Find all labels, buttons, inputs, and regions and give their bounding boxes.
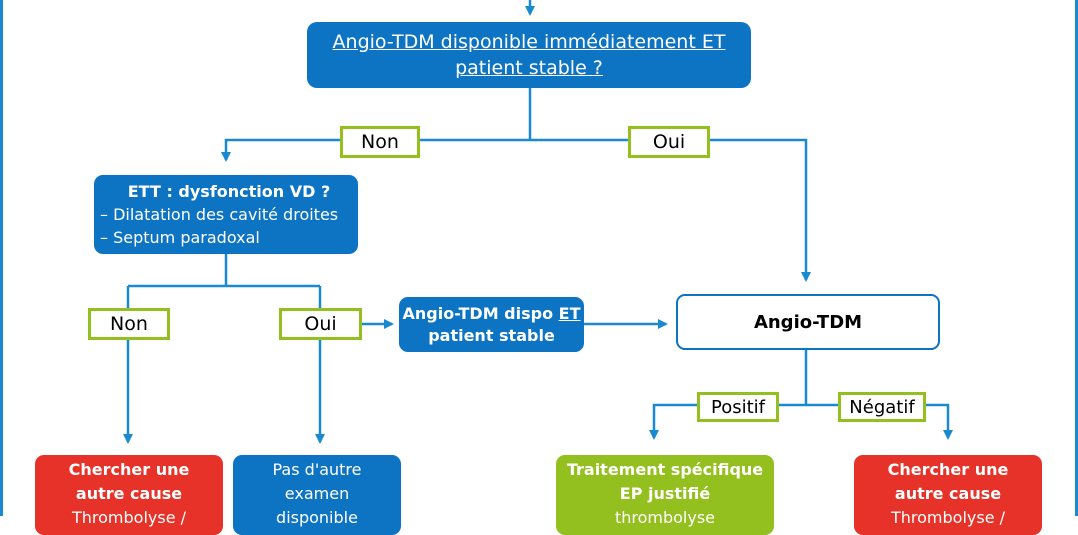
label-oui-top: Oui	[628, 126, 710, 158]
node-line: autre cause	[75, 484, 183, 503]
node-other-cause-left: Chercher une autre cause Thrombolyse /	[35, 455, 223, 535]
node-line: Chercher une	[887, 460, 1009, 479]
node-line: – Septum paradoxal	[100, 228, 260, 247]
node-line: examen	[284, 484, 350, 503]
node-line: Chercher une	[68, 460, 190, 479]
label-non-mid: Non	[88, 308, 170, 340]
node-no-other-exam: Pas d'autre examen disponible	[233, 455, 401, 535]
node-title: ETT : dysfonction VD ?	[127, 182, 331, 201]
node-line: thrombolyse	[614, 508, 716, 527]
node-line: disponible	[276, 508, 358, 527]
node-line: Thrombolyse /	[890, 508, 1006, 527]
node-angio-tdm: Angio-TDM	[676, 294, 940, 350]
node-line: – Dilatation des cavité droites	[100, 205, 339, 224]
label-positif: Positif	[697, 392, 779, 422]
node-line: Pas d'autre	[272, 460, 362, 479]
node-ett-dysfunction: ETT : dysfonction VD ? – Dilatation des …	[94, 175, 358, 254]
node-text: Angio-TDM dispo	[402, 303, 559, 323]
node-line: patient stable	[428, 325, 555, 345]
node-text-underlined: ET	[558, 303, 581, 323]
label-non-top: Non	[340, 126, 420, 158]
node-line: Angio-TDM disponible immédiatement ET	[332, 31, 726, 53]
line-split-right	[530, 138, 811, 282]
node-line: EP justifié	[619, 484, 711, 503]
node-line: patient stable ?	[455, 57, 603, 79]
node-angio-dispo-stable: Angio-TDM dispo ET patient stable	[399, 297, 584, 352]
line-split-left	[221, 138, 530, 162]
node-specific-treatment: Traitement spécifique EP justifié thromb…	[556, 455, 774, 535]
node-line: Thrombolyse /	[71, 508, 187, 527]
node-other-cause-right: Chercher une autre cause Thrombolyse /	[854, 455, 1042, 535]
node-line: autre cause	[894, 484, 1002, 503]
label-oui-mid: Oui	[279, 308, 362, 340]
outer-frame	[0, 0, 1078, 516]
label-negatif: Négatif	[838, 392, 926, 422]
node-angio-available-question: Angio-TDM disponible immédiatement ET pa…	[307, 22, 751, 88]
node-line: Angio-TDM dispo ET	[403, 303, 581, 325]
node-line: Traitement spécifique	[566, 460, 764, 479]
